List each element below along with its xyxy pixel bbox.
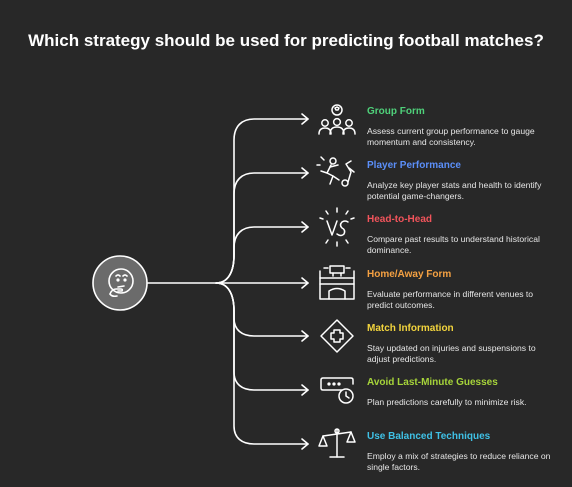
stadium-icon: [319, 265, 355, 300]
player-kick-icon: [316, 156, 355, 187]
item-description: Assess current group performance to gaug…: [367, 126, 535, 147]
connector-7: [215, 282, 309, 445]
password-clock-icon: [320, 377, 354, 404]
item-title: Use Balanced Techniques: [367, 431, 491, 442]
medical-cross-icon: [320, 319, 354, 353]
arrow-head-3: [301, 221, 309, 233]
team-group-icon: [318, 104, 356, 135]
item-title: Head-to-Head: [367, 214, 433, 225]
item-title: Avoid Last-Minute Guesses: [367, 377, 498, 388]
strategy-item-match-information: Match Information Stay updated on injuri…: [367, 323, 567, 364]
arrow-head-2: [301, 167, 309, 179]
item-title: Group Form: [367, 106, 425, 117]
item-description: Compare past results to understand histo…: [367, 234, 540, 255]
item-title: Player Performance: [367, 160, 461, 171]
strategy-item-use-balanced-techniques: Use Balanced Techniques Employ a mix of …: [367, 431, 567, 472]
strategy-item-player-performance: Player Performance Analyze key player st…: [367, 160, 567, 201]
arrow-head-4: [301, 277, 309, 289]
balance-scale-icon: [318, 428, 356, 458]
item-description: Stay updated on injuries and suspensions…: [367, 343, 536, 364]
arrow-head-5: [301, 330, 309, 342]
connector-2: [215, 172, 309, 284]
page-title: Which strategy should be used for predic…: [28, 31, 544, 50]
arrow-head-7: [301, 438, 309, 450]
strategy-item-head-to-head: Head-to-Head Compare past results to und…: [367, 214, 567, 255]
connector-3: [215, 226, 309, 284]
strategy-item-group-form: Group Form Assess current group performa…: [367, 106, 567, 147]
item-description: Evaluate performance in different venues…: [367, 289, 534, 310]
item-title: Home/Away Form: [367, 269, 452, 280]
arrow-head-1: [301, 113, 309, 125]
item-description: Analyze key player stats and health to i…: [367, 180, 542, 201]
connector-1: [215, 118, 309, 284]
strategy-item-avoid-last-minute-guesses: Avoid Last-Minute Guesses Plan predictio…: [367, 377, 567, 408]
strategy-item-home-away-form: Home/Away Form Evaluate performance in d…: [367, 269, 567, 310]
item-description: Plan predictions carefully to minimize r…: [367, 397, 527, 407]
versus-icon: [319, 207, 355, 247]
item-title: Match Information: [367, 323, 454, 334]
arrow-head-6: [301, 384, 309, 396]
item-description: Employ a mix of strategies to reduce rel…: [367, 451, 551, 472]
thinking-face-icon: [92, 255, 148, 311]
